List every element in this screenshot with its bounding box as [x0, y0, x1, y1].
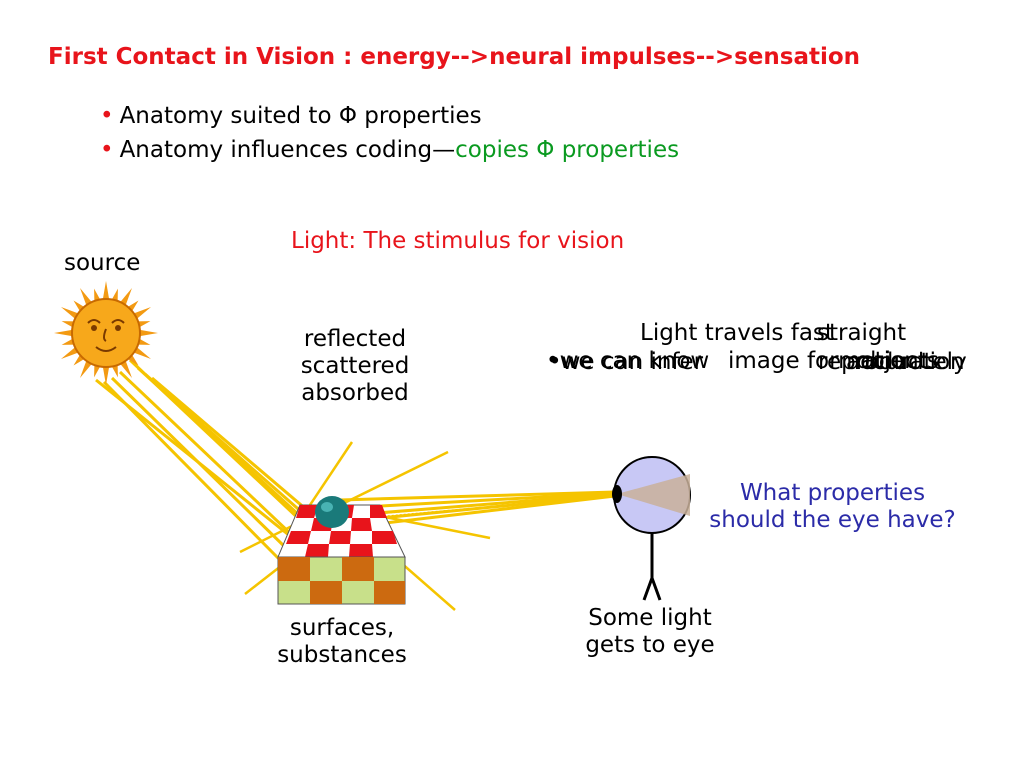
light-travels-text-a: Light travels fast	[640, 320, 834, 346]
sun-rays-to-surface	[95, 358, 335, 562]
light-travels-text-b: straight	[817, 320, 907, 346]
bullet-item: •Anatomy influences coding—copies Φ prop…	[100, 133, 679, 167]
surfaces-line-2: substances	[277, 642, 407, 668]
overlap-objects: objects	[856, 348, 939, 374]
question-label: What properties should the eye have?	[690, 480, 975, 534]
slide-title: First Contact in Vision : energy-->neura…	[48, 44, 861, 70]
eye-caption: Some light gets to eye	[570, 605, 730, 659]
surfaces-line-1: surfaces,	[289, 615, 395, 641]
sun-spike	[102, 281, 110, 302]
stick-figure-body	[642, 533, 662, 601]
overlap-line-we-can-know: •we can know	[546, 348, 710, 374]
surface-block	[277, 496, 406, 605]
bullet-text: Anatomy suited to Φ properties	[119, 103, 482, 129]
sun-spike	[137, 329, 158, 337]
sun-icon	[54, 281, 158, 385]
interaction-list: reflected scattered absorbed	[285, 326, 425, 407]
rays-to-eye	[339, 490, 616, 527]
bullet-marker: •	[100, 137, 114, 163]
bullet-marker: •	[100, 103, 114, 129]
interaction-reflected: reflected	[303, 326, 407, 352]
overlap-accurately: accurately	[846, 349, 967, 375]
overlap-line-we-can-infer: •we can infer	[548, 349, 704, 375]
interaction-scattered: scattered	[300, 353, 410, 379]
sun-spike	[102, 364, 110, 385]
question-line-1: What properties	[739, 480, 926, 506]
interaction-absorbed: absorbed	[301, 380, 409, 406]
bullet-item: •Anatomy suited to Φ properties	[100, 99, 679, 133]
bullet-text: Anatomy influences coding—	[119, 137, 456, 163]
question-line-2: should the eye have?	[709, 507, 956, 533]
diagram-subtitle: Light: The stimulus for vision	[291, 228, 625, 254]
overlap-image-formation: image formation	[728, 348, 919, 374]
eye-caption-line-2: gets to eye	[585, 632, 715, 658]
bullet-list: •Anatomy suited to Φ properties •Anatomy…	[100, 99, 679, 167]
overlap-reproduction: reproduction	[818, 349, 965, 375]
sun-spike	[54, 329, 75, 337]
eye-caption-line-1: Some light	[588, 605, 712, 631]
source-label: source	[64, 250, 141, 276]
eye-icon	[612, 456, 691, 534]
surfaces-label: surfaces, substances	[262, 615, 422, 669]
bullet-text-highlight: copies Φ properties	[455, 137, 680, 163]
